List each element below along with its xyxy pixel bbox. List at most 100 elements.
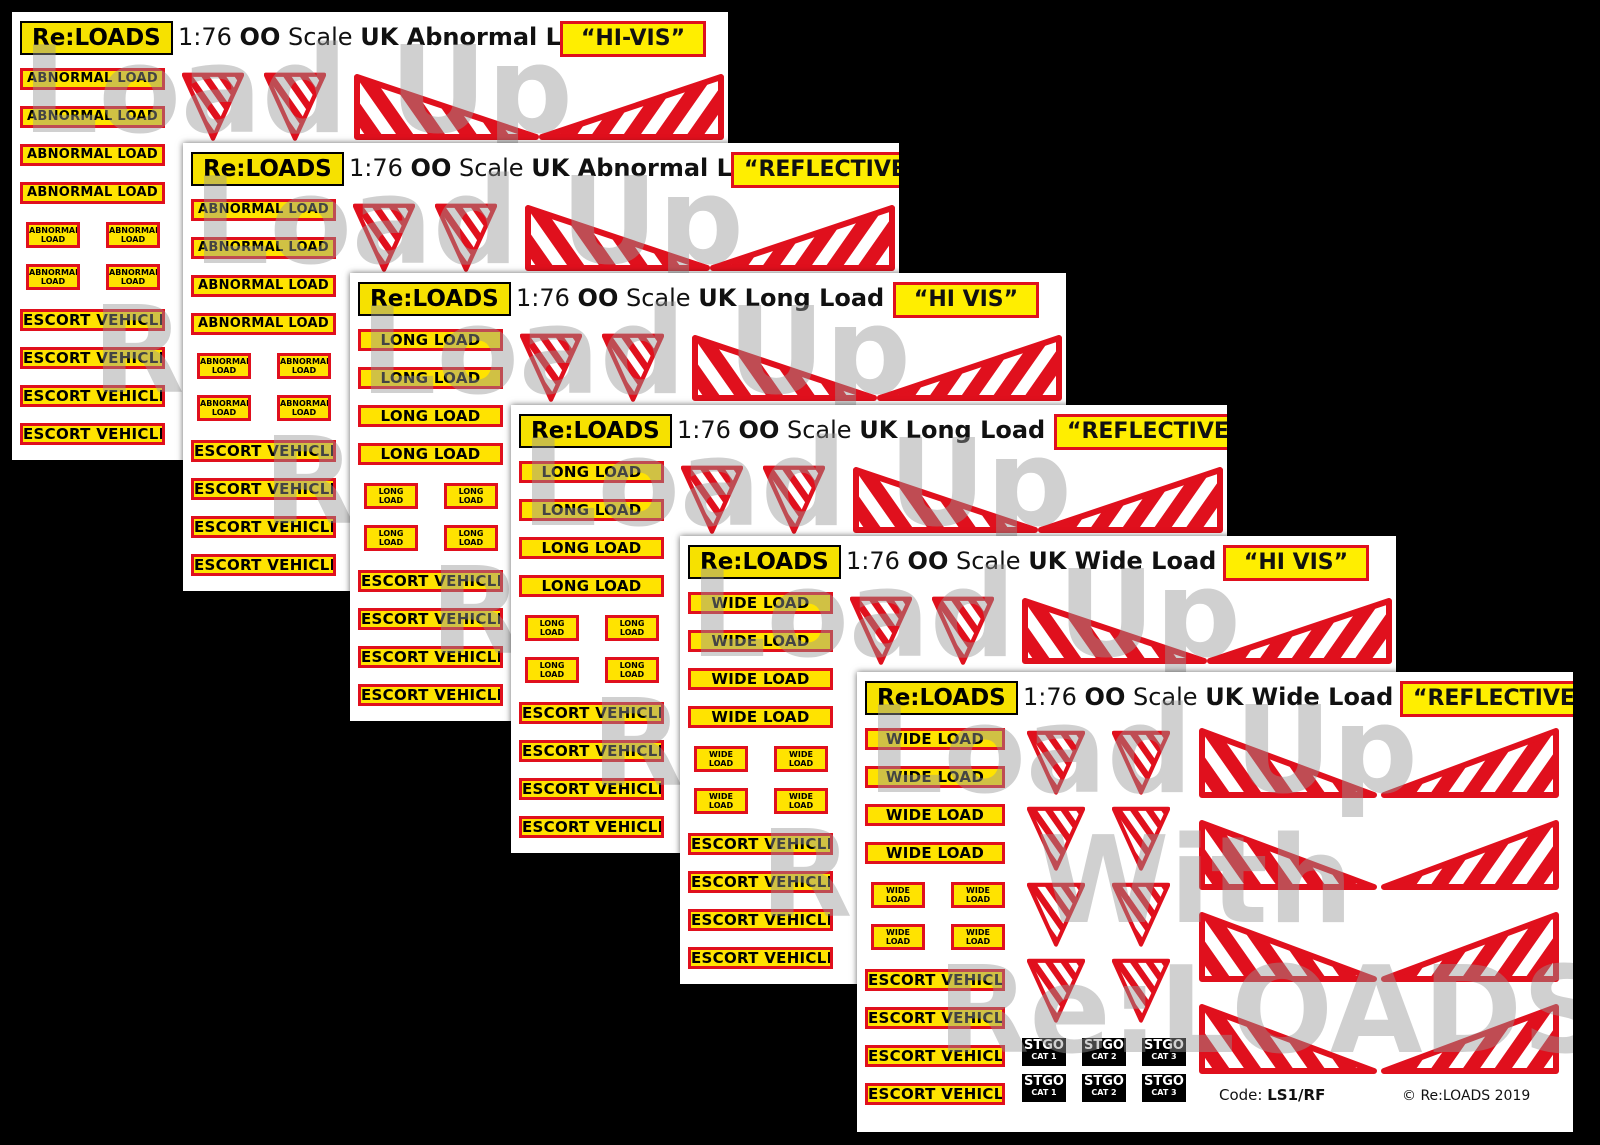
small-plate-line2: LOAD	[539, 670, 565, 679]
escort-vehicle-plate: ESCORT VEHICLE	[519, 740, 664, 762]
sheet-title: 1:76 OO Scale UK Wide Load	[846, 546, 1216, 576]
small-plate-line1: LONG	[458, 529, 484, 538]
scale-ratio: 1:76	[516, 284, 570, 312]
product-code: Code: LS1/RF	[1219, 1086, 1325, 1104]
load-type-title: UK Wide Load	[1028, 547, 1217, 575]
small-plate-line1: LONG	[378, 487, 404, 496]
warning-triangle-icon	[1026, 958, 1086, 1024]
escort-vehicle-plate: ESCORT VEHICLE	[688, 833, 833, 855]
load-plate: ABNORMAL LOAD	[191, 199, 336, 221]
escort-vehicle-plate: ESCORT VEHICLE	[20, 347, 165, 369]
small-plate-line2: LOAD	[40, 277, 66, 286]
brand-logo: Re:LOADS	[358, 282, 511, 316]
escort-vehicle-plate: ESCORT VEHICLE	[191, 440, 336, 462]
stgo-category: CAT 1	[1031, 1052, 1057, 1061]
load-plate: ABNORMAL LOAD	[191, 275, 336, 297]
chevron-wedge-icon	[853, 467, 1038, 533]
stgo-category: CAT 1	[1031, 1088, 1057, 1097]
warning-triangle-icon	[263, 72, 327, 142]
small-plate-line2: LOAD	[120, 235, 146, 244]
small-plate-line1: LONG	[539, 619, 565, 628]
small-plate-line1: LONG	[378, 529, 404, 538]
escort-vehicle-plate: ESCORT VEHICLE	[191, 516, 336, 538]
small-plate-line1: WIDE	[966, 928, 990, 937]
small-plate-line1: WIDE	[709, 792, 733, 801]
escort-vehicle-plate: ESCORT VEHICLE	[688, 947, 833, 969]
code-label: Code:	[1219, 1086, 1263, 1104]
chevron-wedge-icon	[525, 205, 710, 271]
warning-triangle-icon	[352, 203, 416, 273]
small-plate-line1: WIDE	[709, 750, 733, 759]
small-plate-line1: LONG	[619, 661, 645, 670]
load-plate: WIDE LOAD	[688, 668, 833, 690]
small-plate-line1: ABNORMAL	[109, 226, 160, 235]
chevron-wedge-icon	[1038, 467, 1223, 533]
copyright-notice: © Re:LOADS 2019	[1402, 1088, 1531, 1104]
gauge-label: OO	[577, 284, 619, 312]
scale-word: Scale	[459, 154, 524, 182]
escort-vehicle-plate: ESCORT VEHICLE	[865, 969, 1005, 991]
warning-triangle-icon	[1111, 806, 1171, 872]
small-plate-line2: LOAD	[965, 937, 991, 946]
small-plate-line2: LOAD	[211, 408, 237, 417]
small-plate-line2: LOAD	[788, 801, 814, 810]
escort-vehicle-plate: ESCORT VEHICLE	[865, 1007, 1005, 1029]
warning-triangle-icon	[434, 203, 498, 273]
scale-ratio: 1:76	[349, 154, 403, 182]
small-plate-line2: LOAD	[458, 538, 484, 547]
stgo-category: CAT 3	[1151, 1052, 1177, 1061]
small-plate-line2: LOAD	[619, 670, 645, 679]
sheet-title: 1:76 OO Scale UK Abnormal Load	[349, 153, 782, 183]
small-plate-line1: WIDE	[789, 750, 813, 759]
load-plate: LONG LOAD	[519, 537, 664, 559]
escort-vehicle-plate: ESCORT VEHICLE	[688, 871, 833, 893]
small-plate-line1: WIDE	[886, 928, 910, 937]
load-type-title: UK Wide Load	[1205, 683, 1394, 711]
stgo-label: STGO	[1144, 1038, 1184, 1053]
small-plate-line2: LOAD	[539, 628, 565, 637]
brand-logo: Re:LOADS	[20, 21, 173, 55]
load-plate: ABNORMAL LOAD	[20, 68, 165, 90]
small-plate-line2: LOAD	[378, 538, 404, 547]
stgo-label: STGO	[1084, 1038, 1124, 1053]
load-plate: WIDE LOAD	[688, 630, 833, 652]
finish-tag: “REFLECTIVE”	[731, 152, 899, 188]
warning-triangle-icon	[931, 596, 995, 666]
chevron-wedge-icon	[1199, 1004, 1377, 1074]
chevron-wedge-icon	[1381, 912, 1559, 982]
warning-triangle-icon	[519, 333, 583, 403]
escort-vehicle-plate: ESCORT VEHICLE	[20, 385, 165, 407]
warning-triangle-icon	[1111, 730, 1171, 796]
brand-logo: Re:LOADS	[519, 414, 672, 448]
escort-vehicle-plate: ESCORT VEHICLE	[865, 1045, 1005, 1067]
finish-tag: “HI VIS”	[1223, 545, 1369, 581]
escort-vehicle-plate: ESCORT VEHICLE	[358, 608, 503, 630]
finish-tag: “REFLECTIVE”	[1400, 681, 1573, 717]
scale-word: Scale	[956, 547, 1021, 575]
warning-triangle-icon	[762, 465, 826, 535]
small-plate-line2: LOAD	[708, 759, 734, 768]
sheet-title: 1:76 OO Scale UK Wide Load	[1023, 682, 1393, 712]
load-plate: WIDE LOAD	[688, 592, 833, 614]
chevron-wedge-icon	[1199, 912, 1377, 982]
warning-triangle-icon	[181, 72, 245, 142]
